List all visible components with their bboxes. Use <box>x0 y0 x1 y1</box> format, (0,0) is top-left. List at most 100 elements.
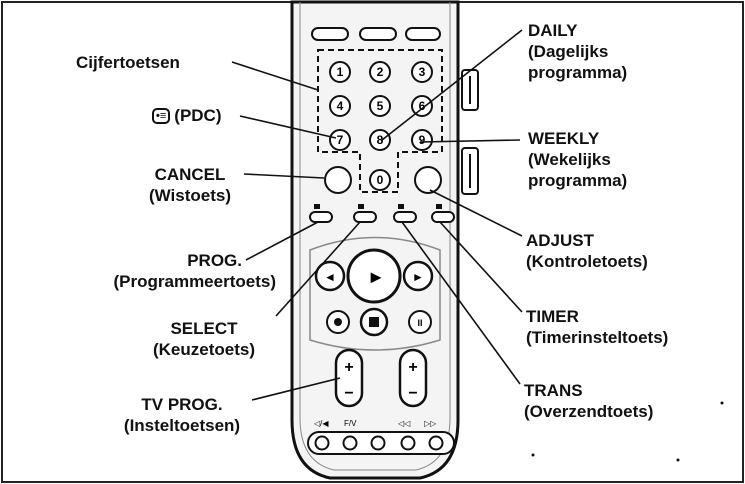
tv-prog-rocker-left <box>334 348 364 408</box>
prog-button <box>309 211 333 223</box>
label-trans-sub: (Overzendtoets) <box>524 402 654 421</box>
label-tvprog-sub: (Insteltoetsen) <box>123 416 241 435</box>
label-select-sub: (Keuzetoets) <box>152 340 255 359</box>
label-pdc: •≡(PDC) <box>152 105 222 126</box>
digit-3-button <box>411 61 433 83</box>
pause-button <box>408 310 432 334</box>
label-pdc-text: (PDC) <box>174 106 222 125</box>
leader-trans <box>401 221 521 385</box>
leader-cancel <box>243 173 325 179</box>
leader-pdc <box>239 115 337 139</box>
digit-0-button <box>369 169 391 191</box>
digit-7-button <box>329 129 351 151</box>
leader-daily <box>381 29 523 141</box>
leader-lines <box>231 29 523 401</box>
bottom-button-4 <box>400 435 416 451</box>
label-trans: TRANS (Overzendtoets) <box>524 380 653 422</box>
digit-1-label: 1 <box>337 65 344 79</box>
leader-timer <box>439 221 523 313</box>
adjust-button <box>414 166 442 194</box>
label-daily: DAILY (Dagelijks programma) <box>528 20 627 83</box>
top-button-3 <box>405 27 441 41</box>
digit-6-label: 6 <box>419 99 426 113</box>
label-adjust: ADJUST (Kontroletoets) <box>526 230 648 272</box>
timer-button <box>431 211 455 223</box>
bottom-label-4: ▷▷ <box>424 419 437 428</box>
play-glyph: ► <box>367 267 385 287</box>
label-cijfertoetsen: Cijfertoetsen <box>76 52 180 73</box>
digit-5-label: 5 <box>377 99 384 113</box>
digit-3-label: 3 <box>419 65 426 79</box>
label-trans-title: TRANS <box>524 381 583 400</box>
digit-8-button <box>369 129 391 151</box>
digit-0-label: 0 <box>377 173 384 187</box>
bottom-button-5 <box>428 435 444 451</box>
play-button <box>346 248 402 304</box>
svg-text:−: − <box>408 385 417 402</box>
bottom-button-1 <box>314 435 330 451</box>
label-select: SELECT (Keuzetoets) <box>140 318 268 360</box>
tv-prog-rocker-right <box>398 348 428 408</box>
digit-buttons: 1 2 3 4 5 6 7 8 9 0 <box>329 61 433 191</box>
label-adjust-title: ADJUST <box>526 231 595 250</box>
leader-prog <box>245 221 319 261</box>
label-tvprog: TV PROG. (Insteltoetsen) <box>112 394 252 436</box>
digit-9-label: 9 <box>419 133 426 147</box>
label-daily-title: DAILY <box>528 21 578 40</box>
label-select-title: SELECT <box>170 319 238 338</box>
label-cijfertoetsen-text: Cijfertoetsen <box>76 53 180 72</box>
svg-text:+: + <box>344 359 353 376</box>
label-weekly-sub2: programma) <box>528 171 628 190</box>
cancel-button <box>324 166 352 194</box>
svg-text:II: II <box>417 318 422 328</box>
svg-text:+: + <box>408 359 417 376</box>
label-cancel-title: CANCEL <box>154 165 226 184</box>
label-prog-title: PROG. <box>187 251 242 270</box>
svg-text:−: − <box>344 385 353 402</box>
digit-4-label: 4 <box>337 99 344 113</box>
bottom-button-3 <box>370 435 386 451</box>
bottom-label-3: ◁◁ <box>398 419 411 428</box>
digit-6-button <box>411 95 433 117</box>
forward-glyph: ► <box>412 270 424 284</box>
label-timer-sub: (Timerinsteltoets) <box>526 328 669 347</box>
digit-7-label: 7 <box>337 133 344 147</box>
digit-2-label: 2 <box>377 65 384 79</box>
trans-button <box>393 211 417 223</box>
label-daily-sub2: programma) <box>528 63 628 82</box>
leader-adjust <box>429 189 523 237</box>
leader-cijfertoetsen <box>231 61 319 91</box>
bottom-label-2: F/V <box>344 419 357 428</box>
rewind-button <box>314 260 346 292</box>
label-prog-sub: (Programmeertoets) <box>113 272 277 291</box>
digit-5-button <box>369 95 391 117</box>
leader-weekly <box>419 139 521 143</box>
digit-9-button <box>411 129 433 151</box>
select-button <box>353 211 377 223</box>
label-weekly-sub1: (Wekelijks <box>528 150 611 169</box>
pdc-icon: •≡ <box>152 108 171 124</box>
digit-8-label: 8 <box>377 133 384 147</box>
rewind-glyph: ◄ <box>324 270 336 284</box>
digit-2-button <box>369 61 391 83</box>
label-prog: PROG. (Programmeertoets) <box>10 250 277 292</box>
digit-key-frame <box>317 49 443 193</box>
leader-select <box>275 221 361 317</box>
label-timer-title: TIMER <box>526 307 579 326</box>
transport-panel <box>309 236 441 351</box>
label-weekly: WEEKLY (Wekelijks programma) <box>528 128 627 191</box>
label-daily-sub1: (Dagelijks <box>528 42 609 61</box>
bottom-button-2 <box>342 435 358 451</box>
digit-1-button <box>329 61 351 83</box>
label-adjust-sub: (Kontroletoets) <box>526 252 648 271</box>
forward-button <box>402 260 434 292</box>
label-weekly-title: WEEKLY <box>528 129 600 148</box>
top-button-2 <box>359 27 397 41</box>
top-button-1 <box>311 27 349 41</box>
bottom-label-1: ◁/◀ <box>314 419 329 428</box>
label-tvprog-title: TV PROG. <box>141 395 223 414</box>
leader-tvprog <box>251 377 341 401</box>
label-timer: TIMER (Timerinsteltoets) <box>526 306 668 348</box>
